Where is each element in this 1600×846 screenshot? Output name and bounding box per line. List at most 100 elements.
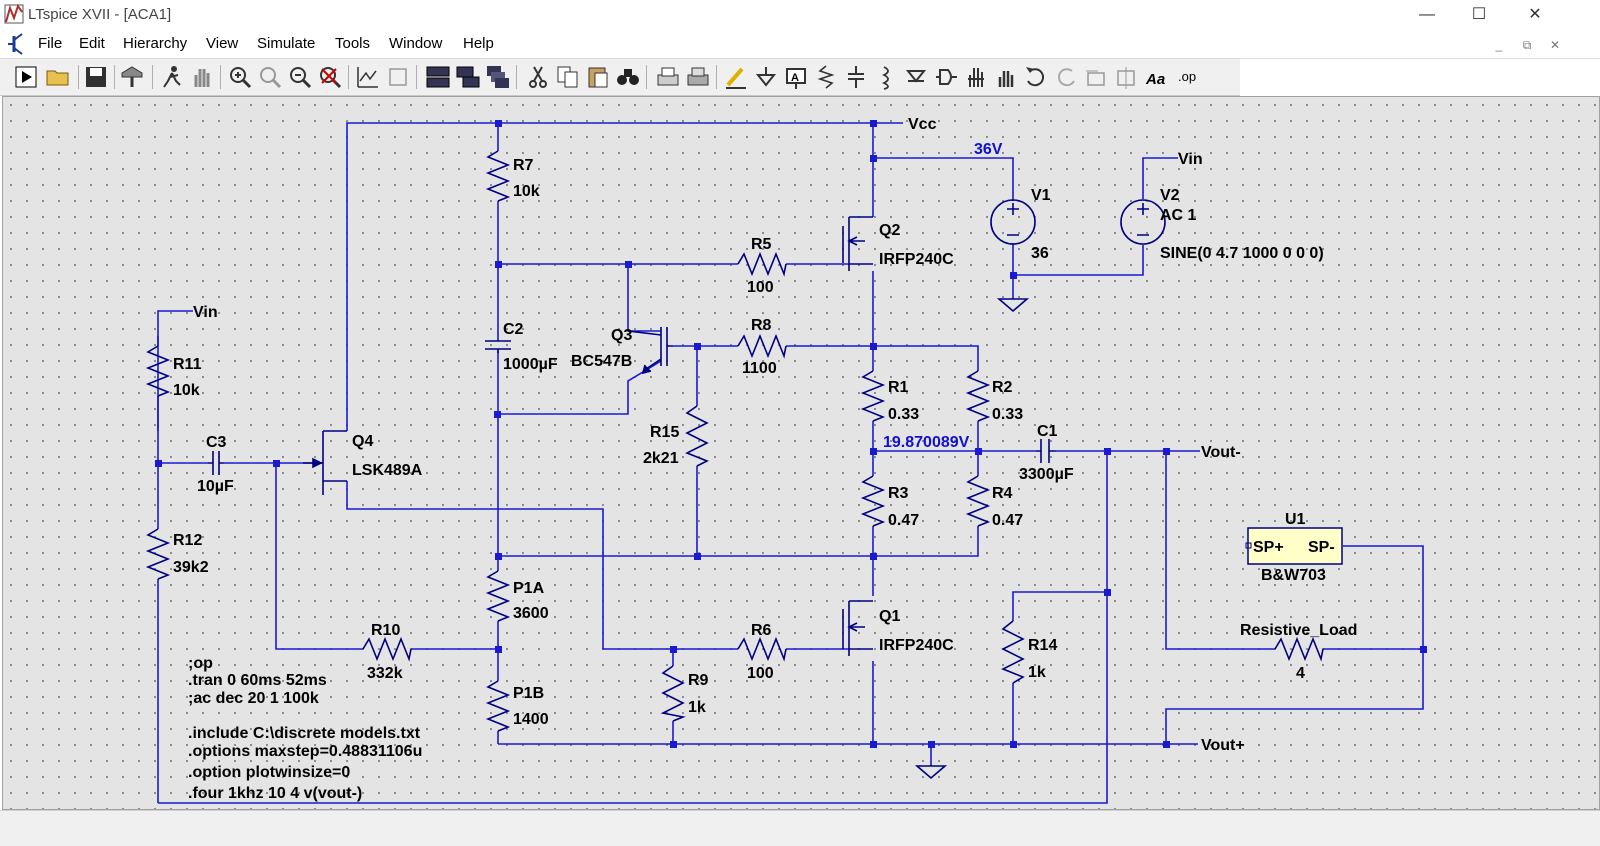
- maximize-button[interactable]: ☐: [1471, 6, 1487, 23]
- paste-icon[interactable]: [584, 63, 612, 91]
- close-button[interactable]: ✕: [1528, 6, 1542, 23]
- label-Q3-model: BC547B: [571, 353, 632, 370]
- label-R4-name: R4: [992, 485, 1013, 502]
- undo-icon[interactable]: [1022, 63, 1050, 91]
- resistor-R10: [362, 636, 412, 662]
- redo-icon[interactable]: [1052, 63, 1080, 91]
- label-V2-value: SINE(0 4.7 1000 0 0 0): [1160, 245, 1324, 262]
- label-net-icon[interactable]: A: [782, 63, 810, 91]
- print-preview-icon[interactable]: [684, 63, 712, 91]
- label-R15-name: R15: [650, 424, 679, 441]
- label-Q4-model: LSK489A: [352, 462, 423, 479]
- halt-icon[interactable]: [158, 63, 186, 91]
- run-icon[interactable]: [12, 63, 40, 91]
- move-icon[interactable]: [962, 63, 990, 91]
- label-R10-value: 332k: [367, 665, 403, 682]
- minimize-button[interactable]: —: [1419, 6, 1435, 23]
- menu-tools[interactable]: Tools: [335, 35, 371, 52]
- resistor-R3: [860, 475, 886, 527]
- open-icon[interactable]: [44, 63, 72, 91]
- resistor-P1B: [485, 680, 511, 732]
- inductor-icon[interactable]: [872, 63, 900, 91]
- resistor-R7: [485, 150, 511, 202]
- speaker-U1: [1247, 527, 1343, 565]
- label-R1-value: 0.33: [888, 406, 919, 423]
- print-icon[interactable]: [654, 63, 682, 91]
- cut-icon[interactable]: [524, 63, 552, 91]
- tile-v-icon[interactable]: [454, 63, 482, 91]
- window-title: LTspice XVII - [ACA1]: [28, 6, 172, 23]
- voltage-source-V1: [990, 199, 1036, 245]
- diode-icon[interactable]: [902, 63, 930, 91]
- label-R2-value: 0.33: [992, 406, 1023, 423]
- control-panel-icon[interactable]: [118, 63, 146, 91]
- autorange-icon[interactable]: [354, 63, 382, 91]
- capacitor-icon[interactable]: [842, 63, 870, 91]
- label-R5-name: R5: [751, 236, 772, 253]
- mdi-close-button[interactable]: ✕: [1549, 38, 1561, 52]
- text-icon[interactable]: Aa: [1144, 63, 1172, 91]
- label-R9-value: 1k: [688, 699, 706, 716]
- label-R6-name: R6: [751, 622, 772, 639]
- spice-directives[interactable]: ;op .tran 0 60ms 52ms ;ac dec 20 1 100k …: [188, 655, 422, 802]
- component-icon[interactable]: [932, 63, 960, 91]
- label-U1-model: B&W703: [1261, 567, 1326, 584]
- zoom-in-icon[interactable]: [226, 63, 254, 91]
- capacitor-C2: [485, 340, 511, 353]
- drag-icon[interactable]: [992, 63, 1020, 91]
- zoom-rubber-icon[interactable]: [256, 63, 284, 91]
- rotate-icon[interactable]: [1082, 63, 1110, 91]
- net-label-vout-plus: Vout+: [1201, 737, 1245, 754]
- label-R14-value: 1k: [1028, 664, 1046, 681]
- ground-icon[interactable]: [752, 63, 780, 91]
- label-C2-value: 1000µF: [503, 356, 558, 373]
- status-bar: [0, 810, 1600, 846]
- label-P1A-name: P1A: [513, 580, 545, 597]
- cascade-icon[interactable]: [484, 63, 512, 91]
- mosfet-Q2: [842, 216, 873, 271]
- label-R12-name: R12: [173, 532, 202, 549]
- resistor-R2: [965, 370, 991, 422]
- tile-h-icon[interactable]: [424, 63, 452, 91]
- label-R3-name: R3: [888, 485, 909, 502]
- menu-simulate[interactable]: Simulate: [257, 35, 316, 52]
- pan-icon[interactable]: [188, 63, 216, 91]
- capacitor-C1: [1036, 439, 1056, 463]
- menu-view[interactable]: View: [206, 35, 239, 52]
- title-bar: LTspice XVII - [ACA1] — ☐ ✕: [0, 0, 1600, 30]
- menu-window[interactable]: Window: [389, 35, 443, 52]
- label-Resistive_Load-name: Resistive_Load: [1240, 622, 1357, 639]
- voltage-readout-output: 19.870089V: [883, 434, 970, 451]
- label-P1B-value: 1400: [513, 711, 549, 728]
- zoom-out-icon[interactable]: [286, 63, 314, 91]
- resistor-Resistive_Load: [1274, 636, 1324, 662]
- cursor-icon[interactable]: [384, 63, 412, 91]
- find-icon[interactable]: [614, 63, 642, 91]
- draw-wire-icon[interactable]: [722, 63, 750, 91]
- menu-help[interactable]: Help: [463, 35, 494, 52]
- menu-file[interactable]: File: [38, 35, 63, 52]
- zoom-fit-icon[interactable]: [316, 63, 344, 91]
- menu-edit[interactable]: Edit: [79, 35, 105, 52]
- label-Q3-name: Q3: [611, 327, 632, 344]
- schematic-canvas[interactable]: Vcc Vin Vin Vout- Vout+ 36V 19.870089V R…: [2, 96, 1600, 810]
- save-icon[interactable]: [82, 63, 110, 91]
- label-R11-name: R11: [173, 356, 202, 373]
- resistor-R14: [1001, 620, 1025, 684]
- mirror-icon[interactable]: [1112, 63, 1140, 91]
- resistor-icon[interactable]: [812, 63, 840, 91]
- ground-symbol-1: [996, 298, 1030, 313]
- label-U1-pin-minus: SP-: [1308, 539, 1335, 556]
- resistor-R9: [660, 665, 686, 722]
- label-R4-value: 0.47: [992, 512, 1023, 529]
- label-C2-name: C2: [503, 321, 524, 338]
- mdi-restore-button[interactable]: ⧉: [1522, 38, 1532, 52]
- spice-directive-icon[interactable]: .op: [1176, 63, 1204, 91]
- copy-icon[interactable]: [554, 63, 582, 91]
- voltage-source-V2: [1120, 199, 1166, 245]
- label-P1A-value: 3600: [513, 605, 549, 622]
- label-Q2-name: Q2: [879, 222, 900, 239]
- mdi-minimize-button[interactable]: _: [1495, 38, 1503, 52]
- label-R3-value: 0.47: [888, 512, 919, 529]
- menu-hierarchy[interactable]: Hierarchy: [123, 35, 188, 52]
